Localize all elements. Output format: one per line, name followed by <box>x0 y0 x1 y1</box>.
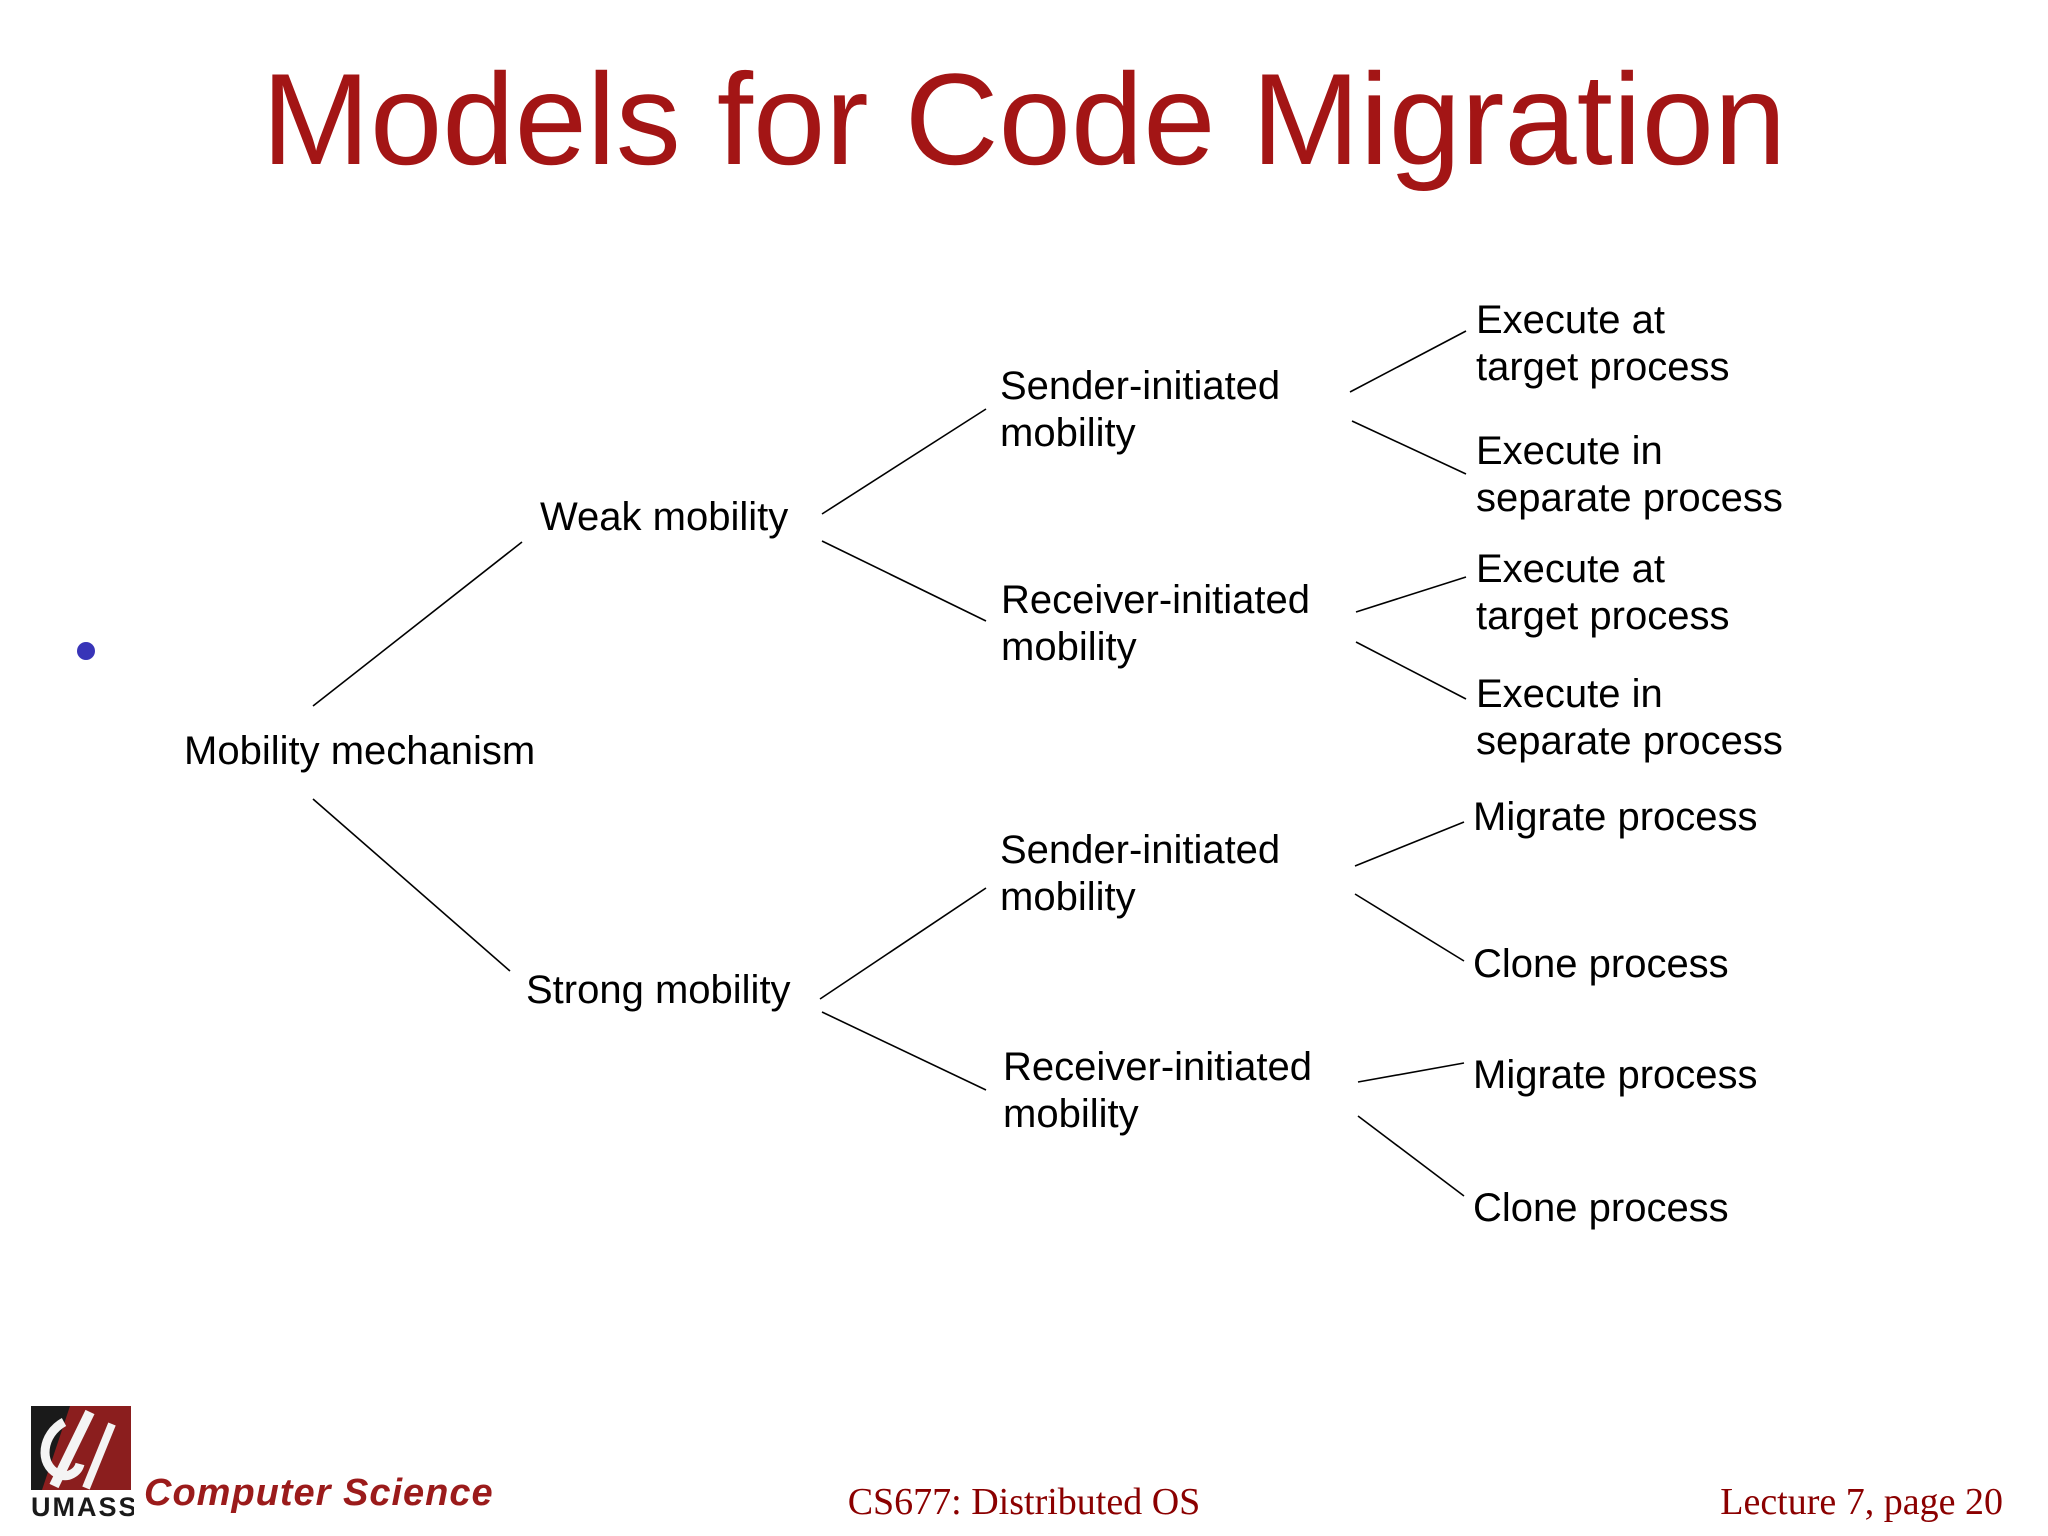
tree-edge <box>312 541 523 707</box>
node-weak-mobility: Weak mobility <box>540 494 788 541</box>
node-leaf-migrate-process-1: Migrate process <box>1473 794 1758 841</box>
node-label-line: Clone process <box>1473 942 1729 986</box>
department-label: Computer Science <box>144 1472 494 1514</box>
node-label-line: Execute at <box>1476 547 1666 591</box>
node-label-line: Migrate process <box>1473 1053 1758 1097</box>
page-title: Models for Code Migration <box>261 46 1787 192</box>
node-label-line: Receiver-initiated <box>1001 578 1311 622</box>
node-label-line: Mobility mechanism <box>184 729 536 773</box>
node-label-line: mobility <box>1001 625 1137 669</box>
slide-footer: UMASS Computer Science CS677: Distribute… <box>0 1400 2048 1536</box>
node-label-line: Sender-initiated <box>1000 364 1281 408</box>
tree-edge <box>1357 1115 1465 1197</box>
node-label-line: Strong mobility <box>526 968 791 1012</box>
node-leaf-clone-process-1: Clone process <box>1473 941 1729 988</box>
node-label-line: Receiver-initiated <box>1003 1045 1313 1089</box>
node-label-line: Sender-initiated <box>1000 828 1281 872</box>
node-label-line: mobility <box>1000 411 1136 455</box>
node-leaf-migrate-process-2: Migrate process <box>1473 1052 1758 1099</box>
node-label-line: Execute in <box>1476 429 1663 473</box>
tree-edge <box>821 540 987 622</box>
node-leaf-clone-process-2: Clone process <box>1473 1185 1729 1232</box>
tree-edge <box>312 798 511 972</box>
node-label-line: Clone process <box>1473 1186 1729 1230</box>
tree-edge <box>821 408 987 515</box>
node-mobility-mechanism: Mobility mechanism <box>184 728 535 775</box>
node-label-line: mobility <box>1000 875 1136 919</box>
node-label-line: Execute in <box>1476 672 1663 716</box>
logo-umass-label: UMASS <box>31 1492 134 1522</box>
node-label-line: target process <box>1476 345 1730 389</box>
umass-logo: UMASS <box>31 1406 134 1522</box>
node-label-line: Migrate process <box>1473 795 1758 839</box>
logo-slash-2 <box>82 1422 116 1490</box>
node-label-line: separate process <box>1476 476 1783 520</box>
tree-edge <box>1355 641 1467 700</box>
tree-edge <box>819 887 987 1000</box>
tree-edge <box>821 1011 987 1091</box>
logo-slash-1 <box>49 1409 95 1489</box>
node-label-line: mobility <box>1003 1092 1139 1136</box>
tree-edge <box>1355 576 1467 613</box>
node-label-line: separate process <box>1476 719 1783 763</box>
tree-edge <box>1351 420 1467 475</box>
course-label: CS677: Distributed OS <box>847 1481 1201 1523</box>
page-number-label: Lecture 7, page 20 <box>1720 1481 2003 1523</box>
node-strong-mobility: Strong mobility <box>526 967 791 1014</box>
tree-edge <box>1354 821 1465 867</box>
bullet-icon <box>77 642 95 660</box>
node-label-line: Weak mobility <box>540 495 789 539</box>
tree-edge <box>1349 330 1467 393</box>
node-label-line: Execute at <box>1476 298 1666 342</box>
tree-edge <box>1357 1062 1465 1083</box>
node-label-line: target process <box>1476 594 1730 638</box>
tree-edge <box>1354 893 1465 962</box>
